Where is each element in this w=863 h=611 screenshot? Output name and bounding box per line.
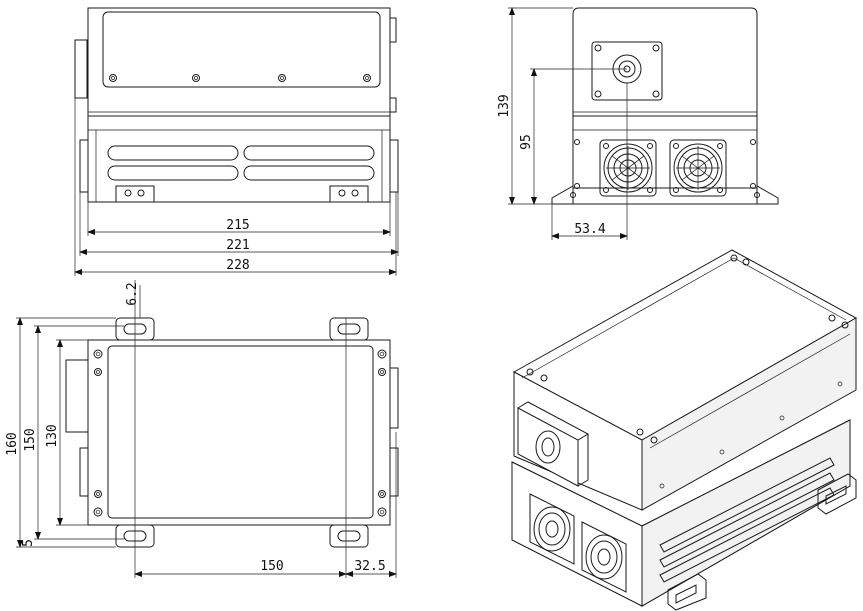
cover-screws	[109, 74, 371, 82]
top-left-plug	[79, 447, 89, 497]
dim-label-6-2: 6.2	[125, 282, 140, 305]
dim-label-95: 95	[519, 134, 534, 150]
iso-fan-right-icon	[581, 521, 627, 593]
dim-label-221: 221	[226, 238, 249, 253]
dim-label-150-vertical: 150	[23, 428, 38, 451]
top-right-plug-1	[389, 367, 399, 429]
front-upper-housing	[87, 7, 391, 117]
vent-slots	[107, 145, 375, 181]
side-foot-left	[551, 185, 574, 205]
top-left-connector	[65, 359, 89, 433]
top-body-outer	[87, 339, 391, 526]
dim-label-130: 130	[45, 424, 60, 447]
dim-label-150-horizontal: 150	[260, 559, 283, 574]
dim-label-139: 139	[497, 94, 512, 117]
dim-label-53-4: 53.4	[574, 222, 605, 237]
iso-foot-right	[817, 473, 857, 515]
front-cover-panel	[102, 11, 381, 88]
iso-foot-front	[667, 573, 707, 611]
dim-label-215: 215	[226, 218, 249, 233]
front-feet	[115, 185, 369, 203]
dim-label-5: 5	[21, 539, 36, 547]
isometric-view	[511, 249, 858, 611]
dim-label-228: 228	[226, 258, 249, 273]
fan-right-icon	[669, 139, 727, 197]
front-left-connector-bottom	[79, 139, 89, 193]
front-lower-base	[87, 115, 391, 203]
dim-label-32-5: 32.5	[354, 559, 385, 574]
front-right-tab-mid	[389, 97, 397, 113]
side-view: 139 95 53.4	[497, 7, 779, 240]
iso-side-face	[641, 317, 857, 511]
front-view: 215 221 228	[74, 7, 399, 276]
top-corner-screws	[93, 349, 387, 517]
top-right-plug-2	[389, 447, 399, 497]
side-upper-housing	[572, 7, 758, 117]
mounting-tabs	[115, 317, 369, 548]
front-right-connector	[389, 139, 399, 193]
dim-label-160: 160	[5, 432, 20, 455]
side-foot-right	[756, 185, 779, 205]
iso-output-flange	[517, 401, 590, 487]
front-left-connector-top	[74, 39, 88, 99]
fan-left-icon	[599, 139, 657, 197]
side-lower-base	[572, 115, 758, 189]
front-right-tab-top	[389, 17, 397, 43]
iso-base-vents	[659, 457, 835, 583]
top-view: 6.2 160 150 130 5 150 32.5	[5, 280, 399, 578]
iso-fan-left-icon	[529, 493, 575, 565]
top-cover-panel	[107, 345, 374, 519]
